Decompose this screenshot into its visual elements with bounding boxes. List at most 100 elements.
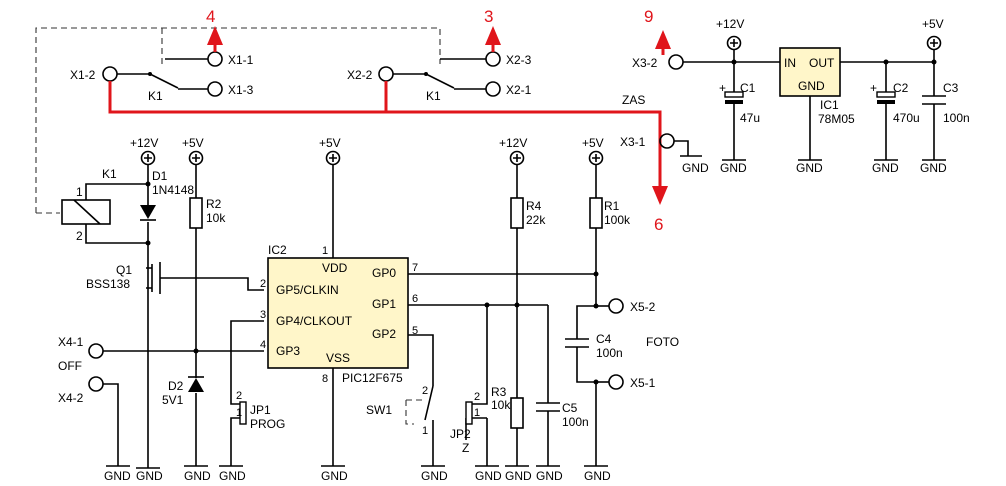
gnd-label: GND	[720, 161, 747, 175]
label-foto: FOTO	[646, 335, 679, 349]
label-x5-2: X5-2	[630, 300, 656, 314]
terminal-x1-3	[207, 81, 223, 97]
label-r2: R2	[206, 197, 222, 211]
ic2-gp1: GP1	[372, 297, 396, 311]
label-c4: C4	[596, 332, 612, 346]
ic2-gp2: GP2	[372, 327, 396, 341]
value-c1: 47u	[740, 111, 760, 125]
arrow-down-icon	[652, 186, 668, 205]
gnd-label: GND	[682, 161, 709, 175]
label-x5-1: X5-1	[630, 376, 656, 390]
marker-9: 9	[644, 7, 653, 26]
highlight-wire-b	[386, 110, 662, 190]
value-r4: 22k	[526, 213, 546, 227]
value-c5: 100n	[562, 415, 589, 429]
ic2-vdd: VDD	[322, 261, 348, 275]
resistor-r2	[189, 197, 203, 229]
label-ic1: IC1	[820, 98, 839, 112]
label-k1-coil: K1	[102, 167, 117, 181]
gnd-label: GND	[321, 469, 348, 483]
pin-ic2-8: 8	[322, 373, 328, 385]
value-r3: 10k	[491, 398, 511, 412]
label-c3: C3	[943, 81, 959, 95]
pin-jp1-2: 2	[236, 390, 242, 402]
gnd-label: GND	[184, 469, 211, 483]
terminal-x2-2	[378, 66, 394, 82]
label-q1: Q1	[116, 263, 132, 277]
gnd-label: GND	[421, 469, 448, 483]
highlight-wire-a	[108, 81, 388, 114]
value-ic2: PIC12F675	[342, 371, 403, 385]
terminal-x5-1	[608, 374, 624, 390]
label-x4-2: X4-2	[58, 391, 84, 405]
label-x1-2: X1-2	[70, 68, 96, 82]
pin-ic2-4: 4	[260, 339, 266, 351]
arrow-up-icon	[207, 26, 223, 45]
label-r1: R1	[604, 199, 620, 213]
terminal-x2-1	[485, 81, 501, 97]
pin-ic2-7: 7	[412, 262, 418, 274]
ic1-out-label: OUT	[809, 56, 835, 70]
gnd-label: GND	[872, 161, 899, 175]
gnd-label: GND	[104, 469, 131, 483]
svg-text:+: +	[719, 81, 726, 95]
pin-jp1-1: 1	[236, 407, 242, 419]
label-c1: C1	[740, 81, 756, 95]
pin-ic2-6: 6	[412, 293, 418, 305]
gnd-label: GND	[536, 469, 563, 483]
terminal-x5-2	[608, 298, 624, 314]
pin-ic2-1: 1	[322, 245, 328, 257]
ic2-vss: VSS	[326, 351, 350, 365]
resistor-r3	[510, 397, 524, 429]
ic2-gp5: GP5/CLKIN	[276, 283, 339, 297]
label-x3-1: X3-1	[620, 135, 646, 149]
pin-k1-1: 1	[76, 185, 83, 199]
label-d2: D2	[168, 379, 184, 393]
gnd-label: GND	[505, 469, 532, 483]
label-c5: C5	[562, 401, 578, 415]
label-5v-r1: +5V	[582, 136, 604, 150]
pin-ic2-5: 5	[412, 325, 418, 337]
arrow-up-icon	[485, 26, 501, 45]
terminal-x3-1	[659, 133, 675, 149]
diode-d1	[140, 205, 156, 219]
value-c2: 470u	[893, 111, 920, 125]
marker-4: 4	[206, 7, 215, 26]
ic2-gp0: GP0	[372, 266, 396, 280]
terminal-x1-2	[102, 66, 118, 82]
label-x2-1: X2-1	[506, 83, 532, 97]
terminal-x3-2	[668, 54, 684, 70]
pin-jp2-2: 2	[474, 391, 480, 403]
gnd-label: GND	[920, 161, 947, 175]
label-x1-3: X1-3	[228, 83, 254, 97]
label-ic2: IC2	[268, 243, 287, 257]
marker-3: 3	[484, 7, 493, 26]
value-c3: 100n	[943, 111, 970, 125]
label-k1-contact-b: K1	[426, 89, 441, 103]
label-c2: C2	[893, 81, 909, 95]
terminal-x4-2	[88, 376, 104, 392]
label-5v-ic2: +5V	[319, 136, 341, 150]
gnd-label: GND	[136, 469, 163, 483]
label-x1-1: X1-1	[228, 53, 254, 67]
pin-sw1-1: 1	[422, 425, 428, 437]
pin-ic2-2: 2	[260, 278, 266, 290]
svg-text:+: +	[870, 81, 877, 95]
label-x2-3: X2-3	[506, 53, 532, 67]
terminal-x1-1	[207, 51, 223, 67]
ic1-gnd-label: GND	[798, 79, 825, 93]
resistor-r4	[510, 197, 524, 229]
value-d2: 5V1	[162, 393, 184, 407]
label-12v-left: +12V	[130, 136, 158, 150]
ic1-in-label: IN	[784, 56, 796, 70]
value-jp2: Z	[462, 441, 469, 455]
arrow-up-icon	[655, 30, 671, 49]
label-jp2: JP2	[450, 427, 471, 441]
label-5v-top: +5V	[922, 17, 944, 31]
label-5v-r2: +5V	[182, 136, 204, 150]
gnd-label: GND	[475, 469, 502, 483]
value-c4: 100n	[596, 346, 623, 360]
pin-sw1-2: 2	[422, 385, 428, 397]
zener-d2	[188, 378, 204, 392]
